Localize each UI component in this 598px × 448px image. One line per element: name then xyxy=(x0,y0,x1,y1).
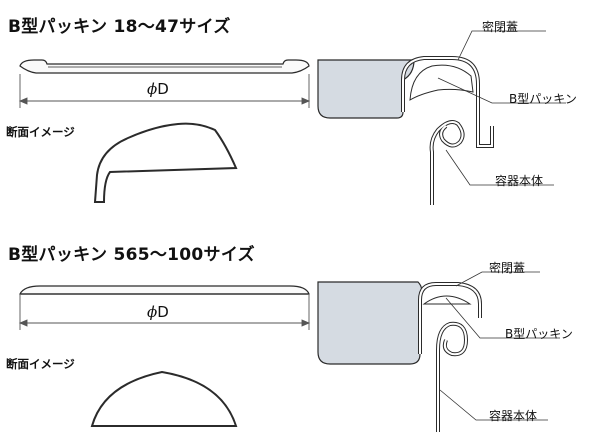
leader-lines-top xyxy=(437,30,566,186)
gasket-profile-bottom xyxy=(422,295,472,305)
section-image-label-bottom: 断面イメージ xyxy=(6,357,75,371)
diameter-symbol: ϕ xyxy=(147,303,158,321)
callout-body-top: 容器本体 xyxy=(495,174,544,188)
lid-curl-bottom xyxy=(418,282,482,354)
gasket-profile-top xyxy=(409,64,474,101)
callout-body-bottom: 容器本体 xyxy=(489,409,538,423)
dimension-line-top xyxy=(18,74,311,108)
gasket-side-view-bottom xyxy=(19,285,310,295)
seal-detail-top xyxy=(317,56,494,205)
lid-plate-top xyxy=(317,59,415,119)
diameter-symbol: ϕ xyxy=(147,80,158,98)
callout-gasket-bottom: B型パッキン xyxy=(505,327,573,341)
gasket-side-view-top xyxy=(19,59,310,74)
section-image-label-top: 断面イメージ xyxy=(6,125,75,139)
cross-section-shape-top xyxy=(93,122,238,203)
diameter-letter: D xyxy=(157,303,169,321)
callout-lid-top: 密閉蓋 xyxy=(482,20,519,34)
diameter-letter: D xyxy=(157,80,169,98)
section-title-top: B型パッキン 18～47サイズ xyxy=(8,17,231,37)
dimension-label-bottom: ϕD xyxy=(147,303,169,321)
callout-gasket-top: B型パッキン xyxy=(509,92,577,106)
cross-section-shape-bottom xyxy=(90,370,238,427)
callout-lid-bottom: 密閉蓋 xyxy=(489,261,526,275)
lid-plate-bottom xyxy=(317,281,423,365)
container-wall-top xyxy=(429,120,465,205)
seal-detail-bottom xyxy=(317,281,482,432)
leader-lines-bottom xyxy=(439,271,560,421)
dimension-line-bottom xyxy=(18,295,311,330)
container-wall-bottom xyxy=(436,321,469,432)
section-title-bottom: B型パッキン 565～100サイズ xyxy=(8,245,255,265)
dimension-label-top: ϕD xyxy=(147,80,169,98)
